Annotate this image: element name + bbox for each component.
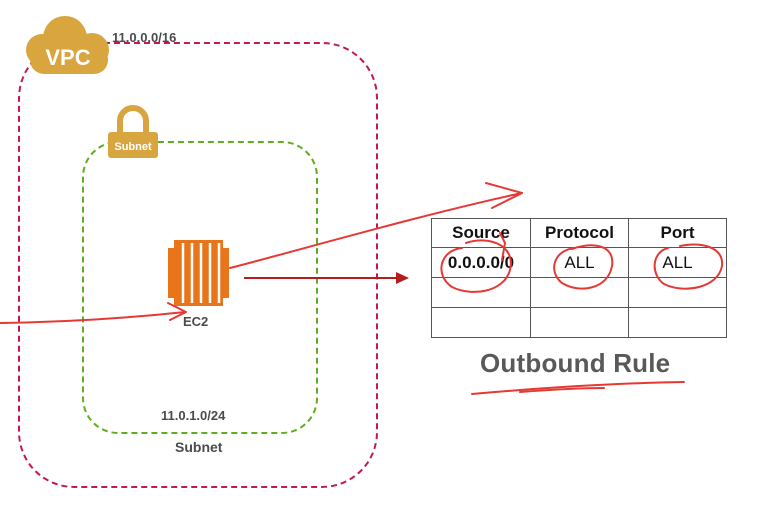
header-port: Port [628,218,727,248]
ec2-label: EC2 [183,314,209,329]
cell-port: ALL [628,247,727,278]
table-header-row: Source Protocol Port [431,218,727,248]
subnet-cidr-label: 11.0.1.0/24 [161,408,226,423]
table-row: 0.0.0.0/0 ALL ALL [431,247,727,278]
cell-source: 0.0.0.0/0 [431,247,531,278]
cell-protocol [530,307,629,338]
vpc-cidr-label: 11.0.0.0/16 [112,30,177,45]
header-source: Source [431,218,531,248]
outbound-rule-caption: Outbound Rule [480,348,671,378]
cell-protocol [530,277,629,308]
header-protocol: Protocol [530,218,629,248]
caption-underline [471,381,685,395]
cell-source [431,277,531,308]
cell-port [628,277,727,308]
cell-port [628,307,727,338]
cell-protocol: ALL [530,247,629,278]
outbound-rules-table: Source Protocol Port 0.0.0.0/0 ALL ALL [431,218,727,338]
table-row [431,307,727,338]
subnet-name-label: Subnet [175,439,223,455]
subnet-boundary [82,141,318,434]
table-row [431,277,727,308]
cell-source [431,307,531,338]
